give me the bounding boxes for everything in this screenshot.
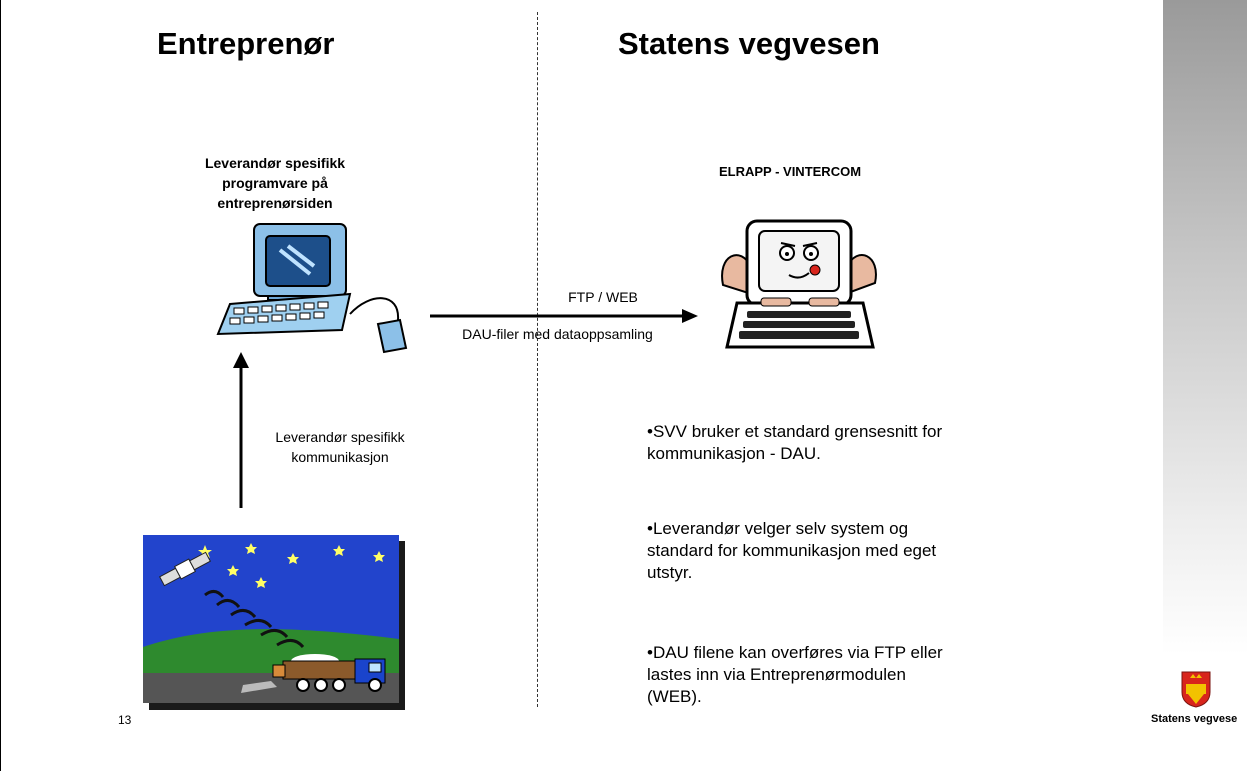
logo-text: Statens vegvese: [1151, 713, 1238, 725]
elrapp-label: ELRAPP - VINTERCOM: [718, 164, 862, 179]
satellite-truck-scene-image: [143, 535, 405, 710]
heading-entreprenor: Entreprenør: [157, 26, 335, 61]
transfer-arrow: [430, 309, 698, 323]
transfer-bottom-label: DAU-filer med dataoppsamling: [462, 326, 653, 342]
upward-arrow: [233, 352, 249, 508]
dashed-divider: [537, 12, 538, 707]
bullet-1: •SVV bruker et standard grensesnitt for …: [647, 422, 943, 463]
cartoon-computer-icon: [721, 219, 877, 349]
bullet-2: •Leverandør velger selv system og standa…: [647, 519, 937, 582]
communication-label: Leverandør spesifikk kommunikasjon: [275, 429, 405, 465]
statens-vegvesen-logo-icon: [1181, 671, 1211, 708]
bullet-3: •DAU filene kan overføres via FTP eller …: [647, 643, 943, 706]
side-gradient-bar: [1163, 0, 1247, 655]
computer-icon: [216, 223, 408, 354]
slide-border: [0, 0, 8, 771]
heading-statens-vegvesen: Statens vegvesen: [618, 26, 880, 61]
transfer-top-label: FTP / WEB: [568, 289, 638, 305]
page-number: 13: [118, 713, 132, 727]
software-label: Leverandør spesifikk programvare på entr…: [204, 155, 346, 211]
